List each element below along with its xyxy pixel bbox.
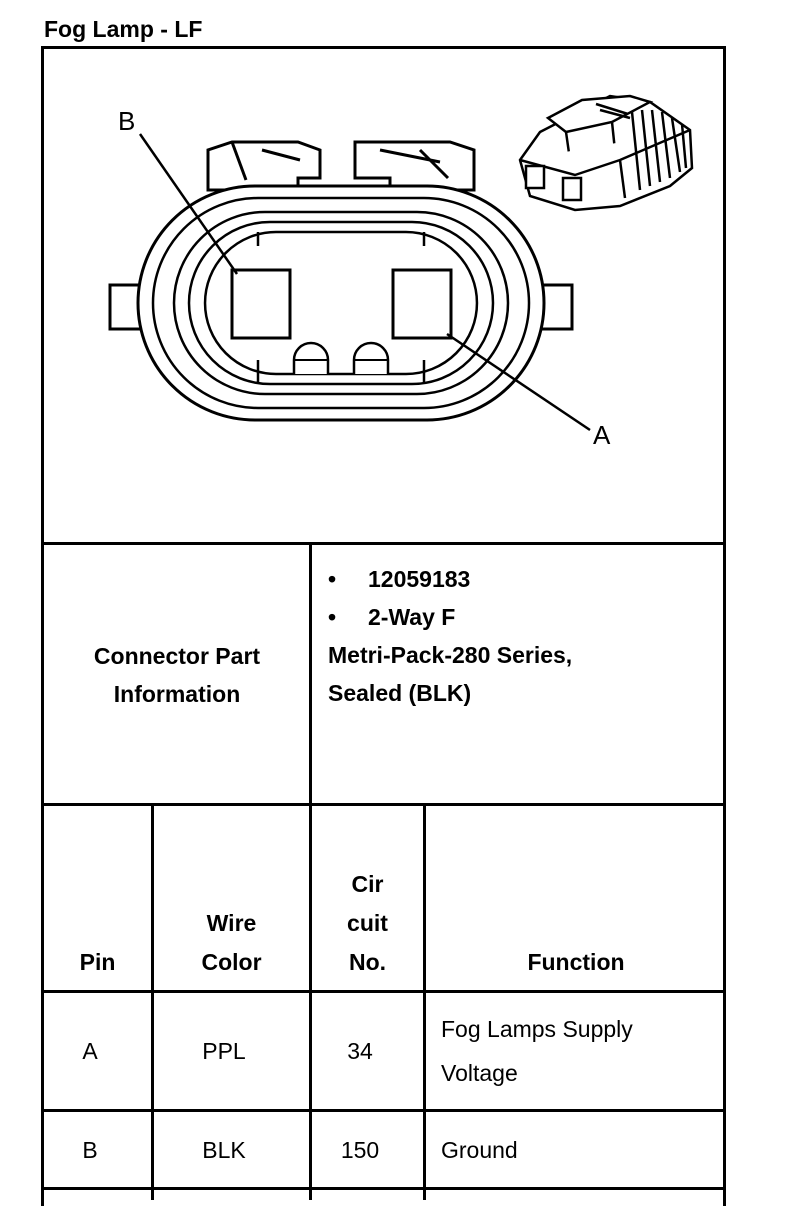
leader-line-a	[446, 332, 591, 432]
table-row-b-pin: B	[82, 1136, 98, 1163]
top-latch-left	[206, 140, 322, 192]
connector-diagram: B A	[108, 94, 694, 450]
connector-frame	[41, 46, 726, 1206]
page-title: Fog Lamp - LF	[44, 16, 203, 42]
pin-a-cavity	[391, 268, 453, 340]
key-left	[292, 341, 330, 374]
connector-body	[136, 184, 546, 422]
table-row-b-wire-color: BLK	[202, 1136, 246, 1163]
part-number-row: • 12059183	[328, 560, 718, 598]
table-row-a-wire-color: PPL	[202, 1038, 246, 1064]
part-number: 12059183	[368, 566, 471, 592]
divider-info-bottom	[41, 803, 726, 806]
divider-col-pin	[151, 803, 154, 1200]
divider-col-wire	[309, 803, 312, 1200]
pin-label-b: B	[118, 106, 135, 136]
key-right	[352, 341, 390, 374]
table-row-a-function: Fog Lamps Supply Voltage	[441, 1016, 633, 1086]
bullet-icon: •	[328, 566, 337, 592]
top-latch-right	[353, 140, 476, 192]
connector-info-label: Connector Part Information	[93, 643, 261, 707]
divider-header	[41, 990, 726, 993]
divider-row-b	[41, 1187, 726, 1190]
divider-col-circuit	[423, 803, 426, 1200]
header-circuit-no: Cir cuit No.	[347, 871, 388, 975]
divider-info	[309, 542, 312, 805]
connector-info-body: • 12059183 • 2-Way F Metri-Pack-280 Seri…	[328, 560, 718, 712]
table-row-b-circuit: 150	[340, 1136, 380, 1163]
table-row-a-circuit: 34	[347, 1038, 373, 1064]
header-pin: Pin	[79, 949, 116, 975]
bullet-icon: •	[328, 604, 337, 630]
pin-b-cavity	[230, 268, 292, 340]
description-line3: Sealed (BLK)	[328, 680, 472, 706]
table-row-a-pin: A	[82, 1038, 98, 1064]
connector-perspective-illustration	[518, 94, 694, 212]
divider-row-a	[41, 1109, 726, 1112]
leader-line-b	[138, 133, 239, 275]
description-line2: Metri-Pack-280 Series,	[328, 642, 573, 668]
pin-label-a: A	[593, 420, 611, 450]
header-function: Function	[527, 949, 625, 975]
header-wire-color: Wire Color	[201, 910, 262, 975]
description-row: • 2-Way F	[328, 598, 718, 636]
divider-diagram	[41, 542, 726, 545]
description-line1: 2-Way F	[368, 604, 456, 630]
table-row-b-function: Ground	[441, 1136, 518, 1163]
